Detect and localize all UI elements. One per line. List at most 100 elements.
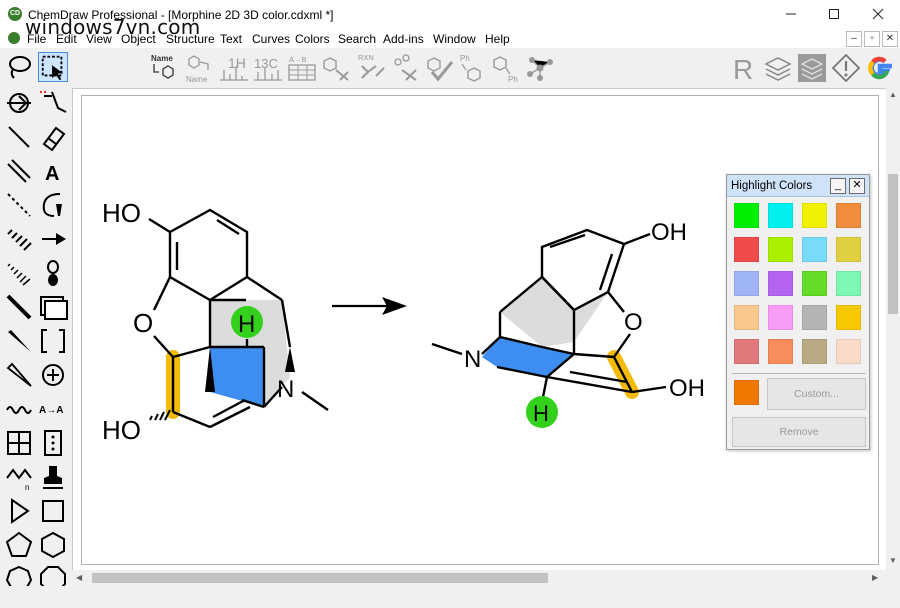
check-structure-icon[interactable] — [422, 52, 454, 84]
drawing-elements-icon[interactable] — [38, 292, 68, 322]
clean-reaction-icon[interactable]: RXN — [354, 52, 386, 84]
color-swatch[interactable] — [768, 203, 793, 228]
wedge-bond-icon[interactable] — [4, 326, 34, 356]
color-swatch[interactable] — [768, 237, 793, 262]
bold-bond-icon[interactable] — [4, 292, 34, 322]
menu-structure[interactable]: Structure — [166, 32, 215, 46]
custom-color-button[interactable]: Custom... — [767, 378, 866, 410]
scroll-right-icon[interactable]: ▶ — [872, 573, 879, 582]
color-swatch[interactable] — [802, 237, 827, 262]
color-swatch[interactable] — [836, 271, 861, 296]
menu-search[interactable]: Search — [338, 32, 377, 46]
menu-help[interactable]: Help — [485, 32, 510, 46]
clean-structure-icon[interactable] — [320, 52, 352, 84]
table-tool-icon[interactable] — [4, 428, 34, 458]
menu-add-ins[interactable]: Add-ins — [383, 32, 424, 46]
color-swatch[interactable] — [836, 237, 861, 262]
remove-highlight-button[interactable]: Remove — [732, 417, 866, 447]
google-search-icon[interactable] — [864, 52, 896, 84]
color-swatch[interactable] — [802, 203, 827, 228]
menu-text[interactable]: Text — [220, 32, 243, 46]
eraser-icon[interactable] — [38, 122, 68, 152]
r-icon[interactable]: R — [728, 52, 760, 84]
mdi-minimize-button[interactable]: – — [846, 31, 862, 47]
layers-icon[interactable] — [762, 52, 794, 84]
color-swatch[interactable] — [734, 305, 759, 330]
hashed-bond-icon[interactable] — [4, 224, 34, 254]
panel-close-button[interactable]: ✕ — [849, 178, 865, 194]
pentagon-ring-icon[interactable] — [4, 530, 34, 560]
color-swatch[interactable] — [802, 305, 827, 330]
menu-object[interactable]: Object — [121, 32, 156, 46]
chain-tool-icon[interactable] — [38, 88, 68, 118]
mdi-close-button[interactable]: ✕ — [882, 31, 898, 47]
vertical-scrollbar[interactable]: ▲ ▼ — [886, 88, 900, 570]
scroll-up-icon[interactable]: ▲ — [889, 90, 897, 99]
rotate-3d-icon[interactable] — [4, 88, 34, 118]
acyclic-chain-icon[interactable]: n — [4, 462, 34, 492]
horizontal-scroll-thumb[interactable] — [92, 573, 548, 583]
structure-to-name-icon[interactable]: Name — [148, 52, 180, 84]
database-icon[interactable] — [796, 52, 828, 84]
maximize-button[interactable] — [811, 0, 857, 30]
color-swatch[interactable] — [768, 305, 793, 330]
solid-bond-icon[interactable] — [4, 122, 34, 152]
color-swatch[interactable] — [836, 203, 861, 228]
morphine-3d-structure[interactable]: OH O N — [431, 219, 705, 428]
panel-minimize-button[interactable]: _ — [830, 178, 846, 194]
clean-biopolymer-icon[interactable] — [388, 52, 420, 84]
menu-edit[interactable]: Edit — [56, 32, 77, 46]
marquee-tool-button[interactable] — [38, 52, 68, 82]
color-swatch[interactable] — [768, 271, 793, 296]
name-to-structure-icon[interactable]: Name — [184, 52, 216, 84]
warning-icon[interactable] — [830, 52, 862, 84]
chemical-symbols-icon[interactable] — [38, 360, 68, 390]
vertical-scroll-thumb[interactable] — [888, 174, 898, 314]
color-swatch[interactable] — [734, 203, 759, 228]
color-swatch[interactable] — [734, 237, 759, 262]
color-swatch[interactable] — [734, 271, 759, 296]
tlc-plate-icon[interactable] — [38, 428, 68, 458]
pen-tool-icon[interactable] — [38, 190, 68, 220]
reaction-table-icon[interactable]: A→B — [286, 52, 318, 84]
scroll-down-icon[interactable]: ▼ — [889, 556, 897, 565]
color-swatch[interactable] — [836, 339, 861, 364]
current-color-swatch[interactable] — [734, 380, 759, 405]
c13-nmr-icon[interactable]: 13C — [252, 52, 284, 84]
text-tool-icon[interactable]: A — [38, 156, 68, 186]
menu-curves[interactable]: Curves — [252, 32, 291, 46]
contract-label-icon[interactable]: Ph — [490, 52, 522, 84]
brackets-icon[interactable] — [38, 326, 68, 356]
color-swatch[interactable] — [802, 339, 827, 364]
color-swatch[interactable] — [734, 339, 759, 364]
color-swatch[interactable] — [836, 305, 861, 330]
hashed-wedge-icon[interactable] — [4, 258, 34, 288]
arrow-tool-icon[interactable] — [38, 224, 68, 254]
orbital-tool-icon[interactable] — [38, 258, 68, 288]
hexagon-ring-icon[interactable] — [38, 530, 68, 560]
stamp-tool-icon[interactable] — [38, 462, 68, 492]
scroll-left-icon[interactable]: ◀ — [76, 573, 83, 582]
color-swatch[interactable] — [802, 271, 827, 296]
menu-window[interactable]: Window — [433, 32, 476, 46]
menu-view[interactable]: View — [86, 32, 112, 46]
close-button[interactable] — [855, 0, 900, 30]
document-icon[interactable] — [8, 32, 20, 44]
mapping-tool-icon[interactable]: A→A — [38, 394, 68, 424]
morphine-2d-structure[interactable]: HO O HO — [102, 198, 329, 445]
triangle-ring-icon[interactable] — [4, 496, 34, 526]
structure-perspective-icon[interactable] — [524, 52, 556, 84]
hollow-wedge-icon[interactable] — [4, 360, 34, 390]
wavy-bond-icon[interactable] — [4, 394, 34, 424]
lasso-icon[interactable] — [4, 52, 34, 82]
menu-colors[interactable]: Colors — [295, 32, 330, 46]
horizontal-scrollbar[interactable]: ◀ ▶ — [72, 570, 886, 586]
expand-label-icon[interactable]: Ph — [456, 52, 488, 84]
color-swatch[interactable] — [768, 339, 793, 364]
h1-nmr-icon[interactable]: 1H — [218, 52, 250, 84]
mdi-restore-button[interactable]: ▫ — [864, 31, 880, 47]
dashed-bond-icon[interactable] — [4, 190, 34, 220]
minimize-button[interactable] — [768, 0, 814, 30]
double-bond-icon[interactable] — [4, 156, 34, 186]
square-ring-icon[interactable] — [38, 496, 68, 526]
